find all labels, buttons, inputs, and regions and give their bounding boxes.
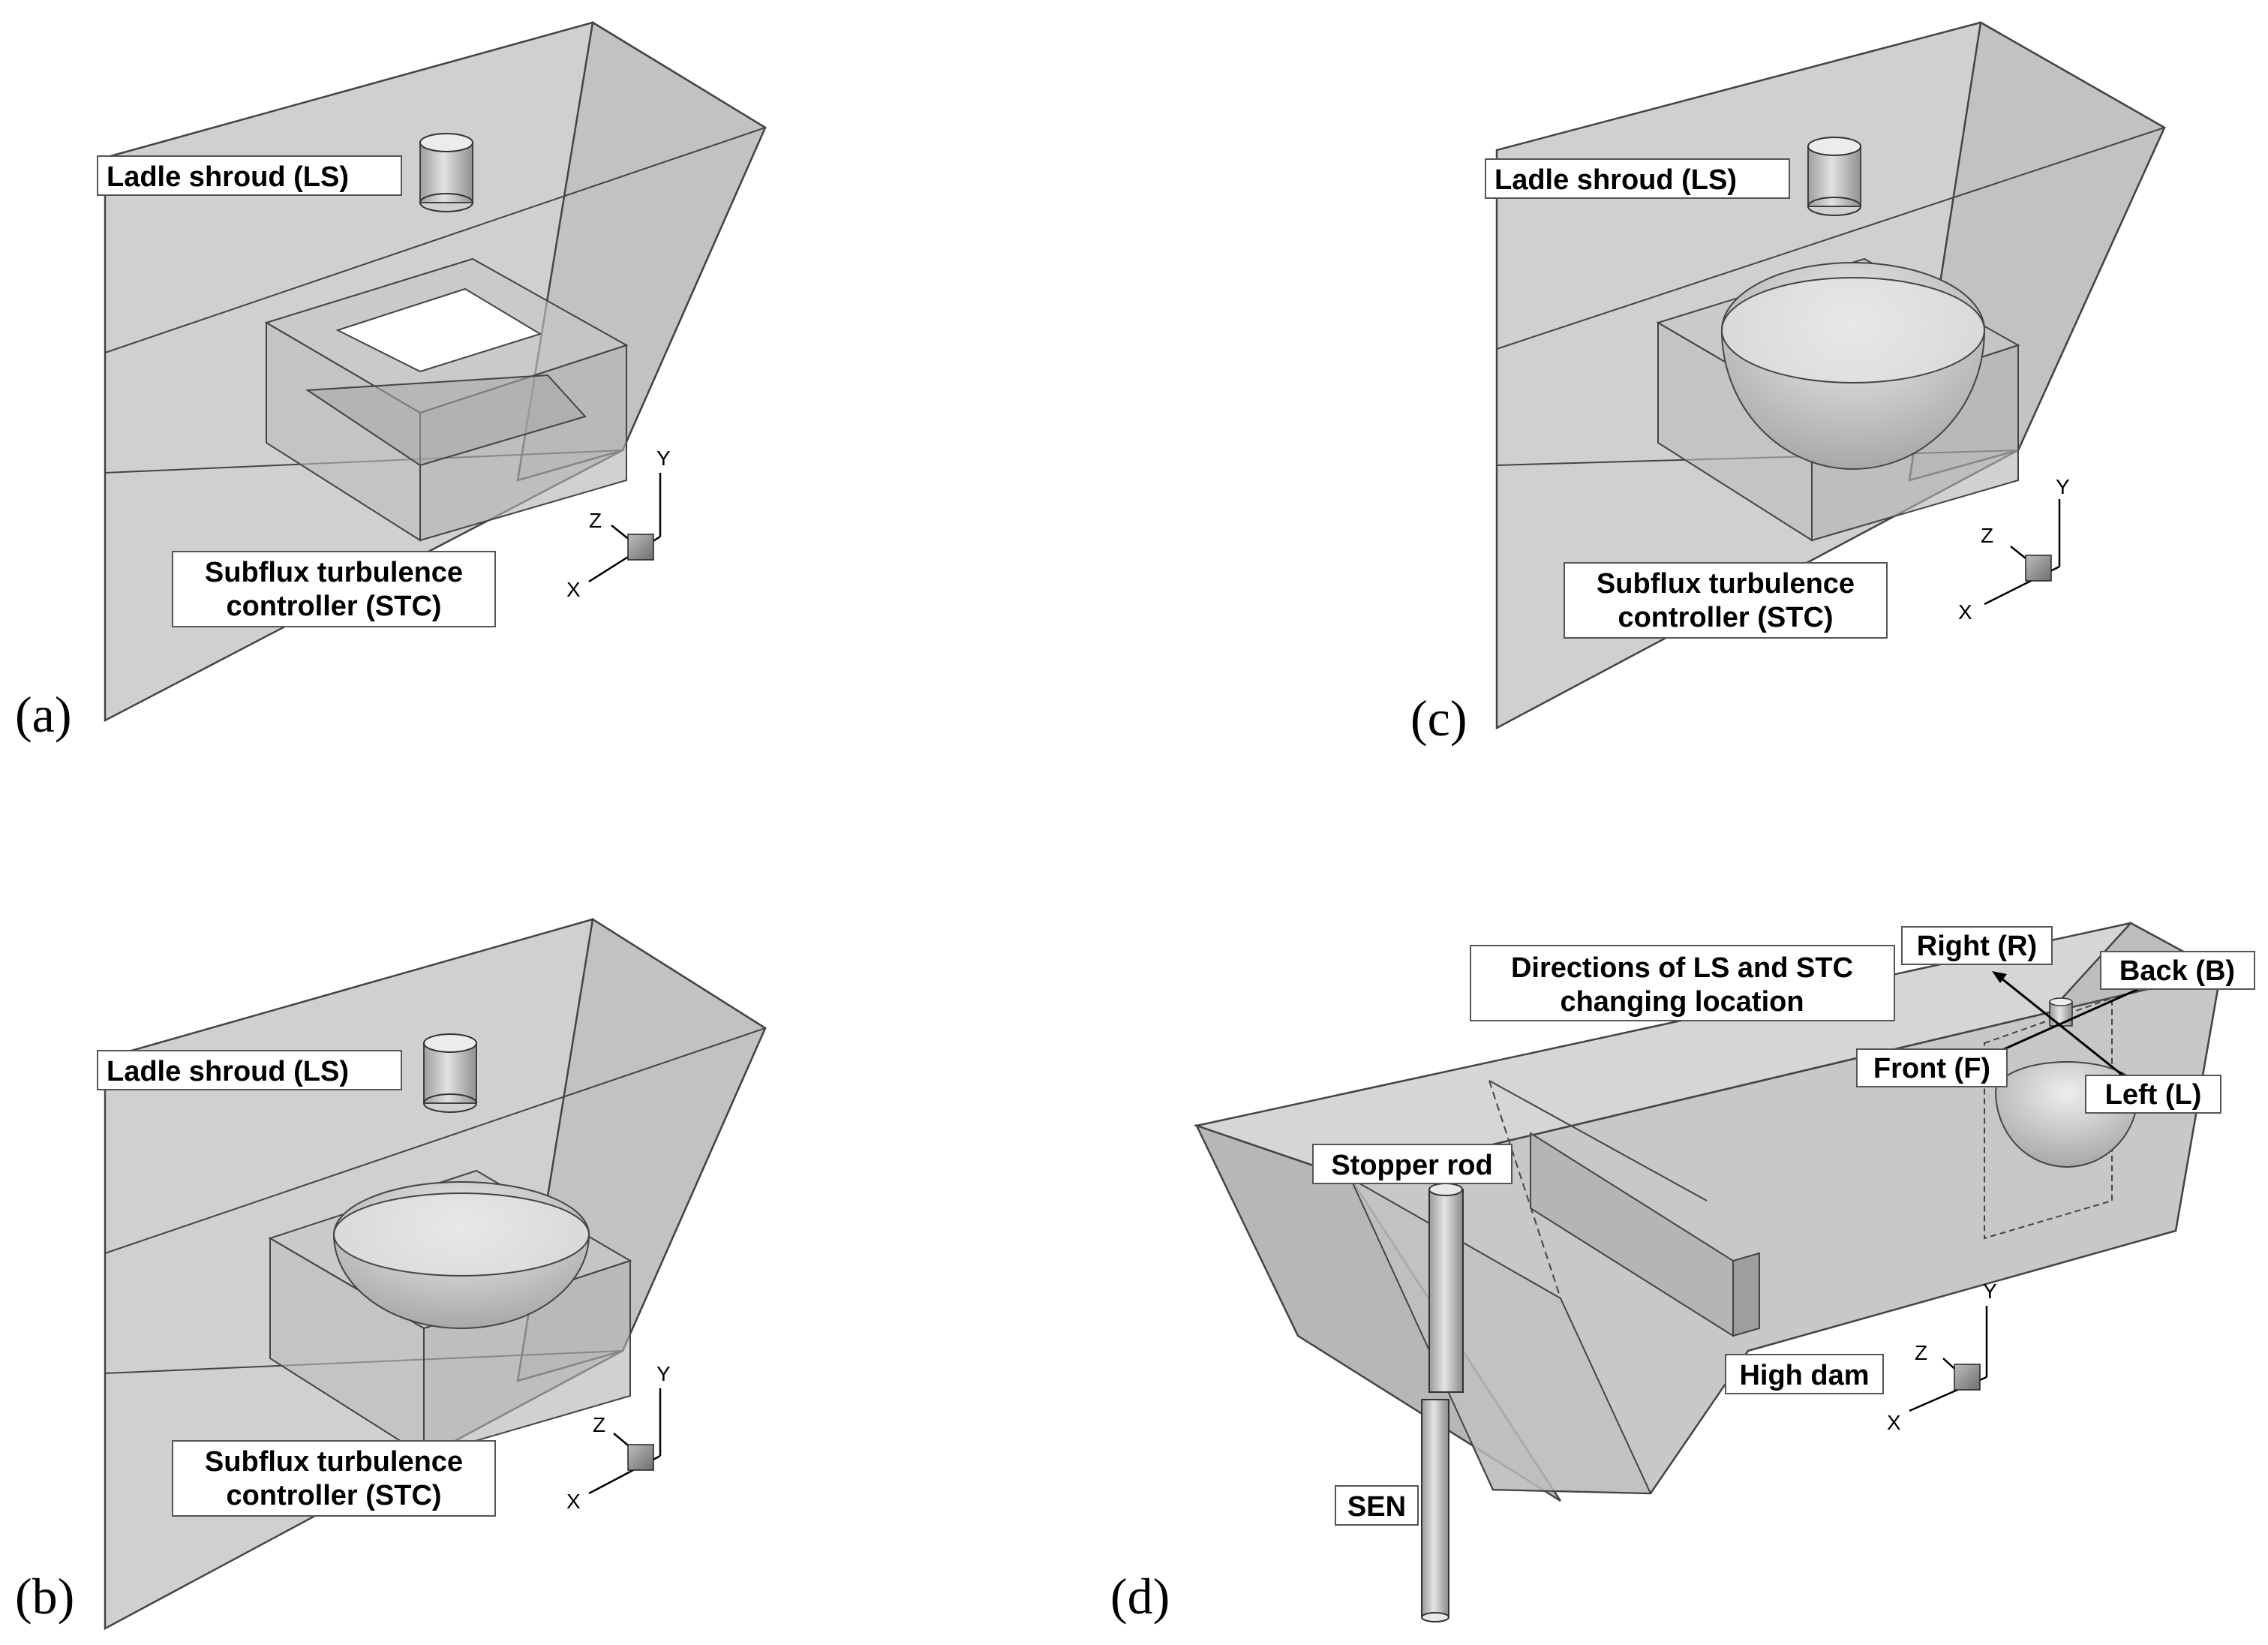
- svg-text:Stopper rod: Stopper rod: [1331, 1150, 1492, 1181]
- svg-text:High dam: High dam: [1739, 1360, 1869, 1391]
- stc-label: Subflux turbulence controller (STC): [172, 1440, 496, 1517]
- svg-text:controller (STC): controller (STC): [1618, 602, 1833, 633]
- front-label: Front (F): [1856, 1048, 2008, 1087]
- svg-text:Front (F): Front (F): [1873, 1053, 1990, 1084]
- ladle-shroud-cylinder: [423, 1033, 477, 1113]
- svg-text:controller (STC): controller (STC): [226, 591, 441, 622]
- svg-text:Ladle shroud (LS): Ladle shroud (LS): [1494, 164, 1737, 196]
- panel-letter: (c): [1410, 690, 1467, 747]
- panel-a: Y Z X Ladle shroud (LS) Subflux turbulen…: [15, 20, 767, 743]
- x-axis-label: X: [566, 1490, 581, 1513]
- high-dam-label: High dam: [1725, 1354, 1884, 1394]
- stopper-rod: [1428, 1183, 1464, 1393]
- svg-text:Left (L): Left (L): [2105, 1079, 2202, 1111]
- axis-triad: Y Z X: [566, 447, 671, 601]
- x-axis-label: X: [1887, 1411, 1901, 1434]
- panel-d: Y Z X Directions of LS and STC changing …: [1110, 922, 2255, 1625]
- y-axis-label: Y: [656, 1362, 671, 1385]
- stc-box-hemisphere: [268, 1169, 632, 1457]
- right-label: Right (R): [1901, 926, 2053, 965]
- svg-text:Ladle shroud (LS): Ladle shroud (LS): [107, 161, 349, 193]
- svg-text:Subflux turbulence: Subflux turbulence: [1597, 568, 1855, 600]
- panel-b: Y Z X Ladle shroud (LS) Subflux turbulen…: [15, 917, 767, 1631]
- high-dam: [1530, 1132, 1760, 1337]
- panel-letter: (b): [15, 1568, 74, 1625]
- axis-triad: Y Z X: [566, 1362, 671, 1513]
- ladle-shroud-label: Ladle shroud (LS): [97, 155, 402, 196]
- ladle-shroud-cylinder: [419, 133, 473, 212]
- z-axis-label: Z: [1915, 1341, 1927, 1364]
- ladle-shroud-cylinder: [1807, 137, 1861, 216]
- y-axis-label: Y: [2056, 475, 2070, 498]
- ladle-shroud-cylinder: [2049, 997, 2073, 1027]
- stc-box-pyramid: [264, 257, 629, 542]
- back-label: Back (B): [2100, 951, 2255, 990]
- axis-triad: Y Z X: [1887, 1280, 1997, 1434]
- svg-text:changing location: changing location: [1560, 986, 1804, 1018]
- stc-label: Subflux turbulence controller (STC): [172, 551, 496, 627]
- panel-c: Y Z X Ladle shroud (LS) Subflux turbulen…: [1410, 21, 2166, 747]
- svg-text:Back (B): Back (B): [2119, 955, 2235, 987]
- x-axis-label: X: [1958, 600, 1972, 624]
- z-axis-label: Z: [1981, 524, 1993, 547]
- y-axis-label: Y: [656, 447, 671, 470]
- left-label: Left (L): [2085, 1075, 2221, 1114]
- directions-label: Directions of LS and STC changing locati…: [1470, 945, 1895, 1021]
- panel-letter: (d): [1110, 1568, 1170, 1625]
- stc-box-hemisphere: [1656, 257, 2020, 542]
- svg-text:Subflux turbulence: Subflux turbulence: [205, 1446, 463, 1478]
- stc-label: Subflux turbulence controller (STC): [1564, 562, 1888, 639]
- svg-text:Ladle shroud (LS): Ladle shroud (LS): [107, 1056, 349, 1087]
- svg-text:Right (R): Right (R): [1917, 931, 2037, 962]
- svg-text:controller (STC): controller (STC): [226, 1480, 441, 1511]
- svg-text:Subflux turbulence: Subflux turbulence: [205, 557, 463, 588]
- stc-hemisphere: [1984, 997, 2140, 1240]
- ladle-shroud-label: Ladle shroud (LS): [1485, 158, 1790, 199]
- z-axis-label: Z: [593, 1413, 605, 1436]
- z-axis-label: Z: [589, 509, 602, 532]
- svg-text:SEN: SEN: [1347, 1491, 1406, 1523]
- ladle-shroud-label: Ladle shroud (LS): [97, 1050, 402, 1090]
- x-axis-label: X: [566, 578, 581, 601]
- axis-triad: Y Z X: [1958, 475, 2070, 624]
- panel-letter: (a): [15, 686, 71, 743]
- svg-text:Directions of LS and STC: Directions of LS and STC: [1511, 952, 1853, 984]
- sen-label: SEN: [1335, 1485, 1419, 1526]
- stopper-rod-label: Stopper rod: [1312, 1144, 1513, 1184]
- sen-nozzle: [1421, 1399, 1449, 1622]
- y-axis-label: Y: [1983, 1280, 1997, 1303]
